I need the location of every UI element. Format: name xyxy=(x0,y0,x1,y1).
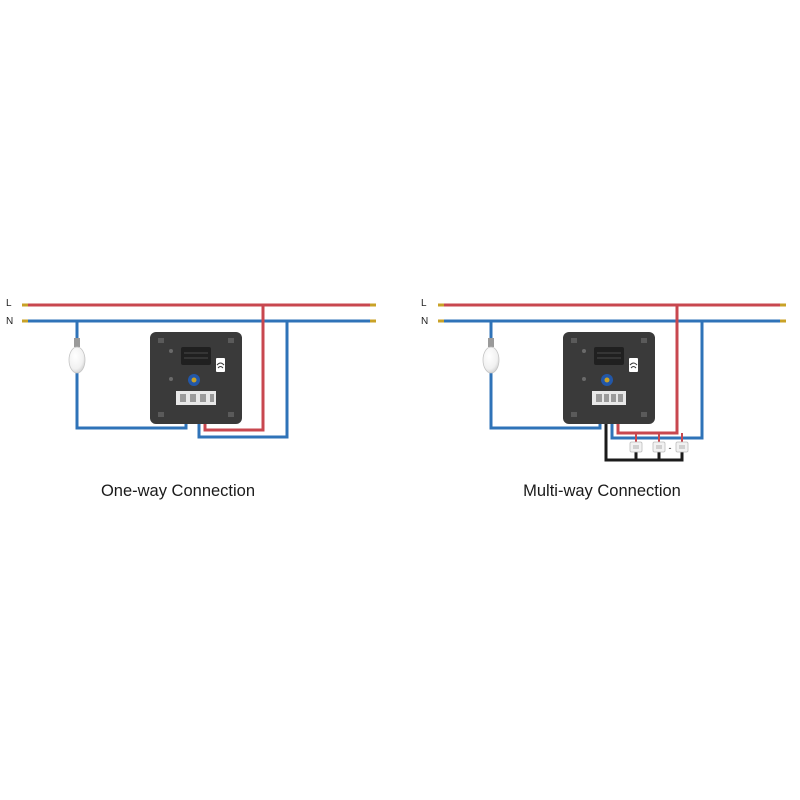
neutral-rail xyxy=(438,319,786,323)
mount-slot xyxy=(641,412,647,417)
neutral-rail xyxy=(22,319,376,323)
mount-slot xyxy=(158,338,164,343)
one-way-diagram: L N xyxy=(6,298,376,500)
device-module xyxy=(181,347,211,365)
live-rail-label: L xyxy=(6,298,12,309)
mount-slot xyxy=(228,338,234,343)
light-bulb-icon xyxy=(482,338,500,374)
diagram-caption: Multi-way Connection xyxy=(523,482,681,500)
live-rail xyxy=(438,303,786,307)
connector-live-link xyxy=(635,433,683,442)
mount-slot xyxy=(158,412,164,417)
control-wire xyxy=(604,406,684,462)
diagram-caption: One-way Connection xyxy=(101,482,255,500)
multi-way-diagram: L N xyxy=(421,298,786,500)
wire-connector-icon xyxy=(629,441,643,453)
live-rail xyxy=(22,303,376,307)
dimmer-device xyxy=(563,332,655,424)
live-rail-label: L xyxy=(421,298,427,309)
dimmer-device xyxy=(150,332,242,424)
mount-slot xyxy=(641,338,647,343)
light-bulb-icon xyxy=(68,338,86,374)
wire-connector-icon xyxy=(652,441,666,453)
mount-slot xyxy=(571,412,577,417)
neutral-rail-label: N xyxy=(6,316,13,327)
wifi-icon xyxy=(216,358,225,372)
wifi-icon xyxy=(629,358,638,372)
device-module xyxy=(594,347,624,365)
wire-connector-icon xyxy=(675,441,689,453)
mount-slot xyxy=(228,412,234,417)
mount-slot xyxy=(571,338,577,343)
connector-separator: - xyxy=(669,443,672,453)
neutral-rail-label: N xyxy=(421,316,428,327)
